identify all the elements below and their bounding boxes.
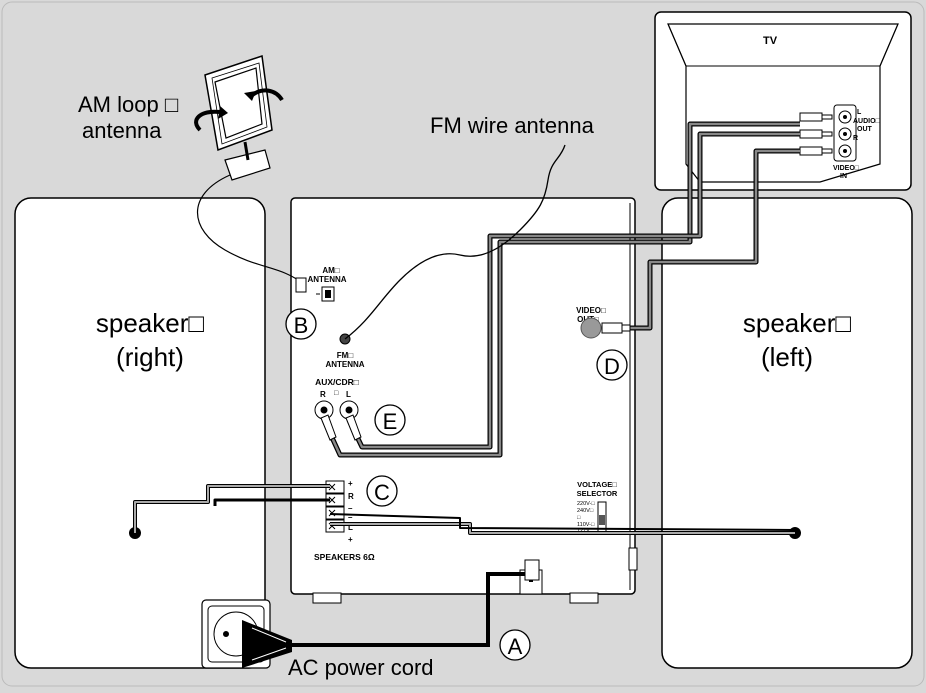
video-out-jack [580,317,602,339]
fm-wire-antenna [344,144,566,340]
spk-l: L [348,523,353,532]
speaker-left: speaker□ (left) [661,197,913,669]
spk-plus-bot: + [348,535,353,544]
tv-audio-out-2: OUT [857,126,873,133]
tv-label: TV [763,35,778,47]
voltage-label-2: SELECTOR [577,489,618,498]
cables [133,121,800,535]
callout-a: A [499,629,531,661]
aux-r-label: R [320,390,326,399]
power-plug-icon [242,620,292,668]
speaker-left-label: speaker□ [743,308,851,338]
spk-r: R [348,492,354,501]
am-antenna-wire [196,174,306,286]
tv-video-in-2: IN [840,173,847,180]
callout-d: D [596,349,628,381]
callout-e: E [374,404,406,436]
callout-c: C [366,475,398,507]
voltage-110: 110V-□ [577,522,595,528]
am-antenna-label: AM□ [322,266,339,275]
am-loop-antenna-icon [194,55,284,181]
tv-audio-r: R [853,135,858,142]
speaker-right-sublabel: (right) [116,342,184,372]
tv-audio-l: L [857,109,862,116]
am-antenna-label-2: ANTENNA [307,275,346,284]
callout-a-letter: A [508,634,523,659]
speaker-right: speaker□ (right) [14,197,266,669]
fm-wire-antenna-label: FM wire antenna [430,113,595,138]
speaker-left-sublabel: (left) [761,342,813,372]
speakers-6-ohm-label: SPEAKERS 6Ω [314,552,375,562]
rca-plug-icon [320,322,631,441]
am-antenna-plug [295,277,307,293]
callout-c-letter: C [374,480,390,505]
callout-d-letter: D [604,354,620,379]
ac-power-cord [270,559,540,647]
fm-antenna-label: FM□ [337,351,354,360]
aux-mid-label: □ [334,390,339,397]
aux-cdr-label: AUX/CDR□ [315,377,359,387]
tv-video-in: VIDEO□ [833,165,860,172]
speaker-right-label: speaker□ [96,308,204,338]
tv-audio-out: AUDIO□ [853,118,881,125]
am-loop-antenna-label: AM loop □ [78,92,178,117]
am-loop-antenna-label-2: antenna [82,118,162,143]
tv: TV L AUDIO□ OUT R VIDEO□ IN [654,11,912,191]
main-unit-rear: AM□ ANTENNA FM□ ANTENNA AUX/CDR□ R □ L V… [290,197,638,604]
callout-b-letter: B [294,313,309,338]
fm-antenna-label-2: ANTENNA [325,360,364,369]
video-out-label: VIDEO□ [576,306,606,315]
spk-minus-2: – [348,513,353,522]
voltage-220: 220V-□ [577,501,595,507]
callout-e-letter: E [383,409,398,434]
voltage-label: VOLTAGE□ [577,480,617,489]
ac-power-cord-label: AC power cord [288,655,434,680]
aux-l-label: L [346,390,351,399]
callout-b: B [285,308,317,340]
spk-plus-top: + [348,479,353,488]
spk-minus-1: – [348,504,353,513]
voltage-sq: □ [577,515,581,521]
voltage-240: 240V□ [577,508,594,514]
